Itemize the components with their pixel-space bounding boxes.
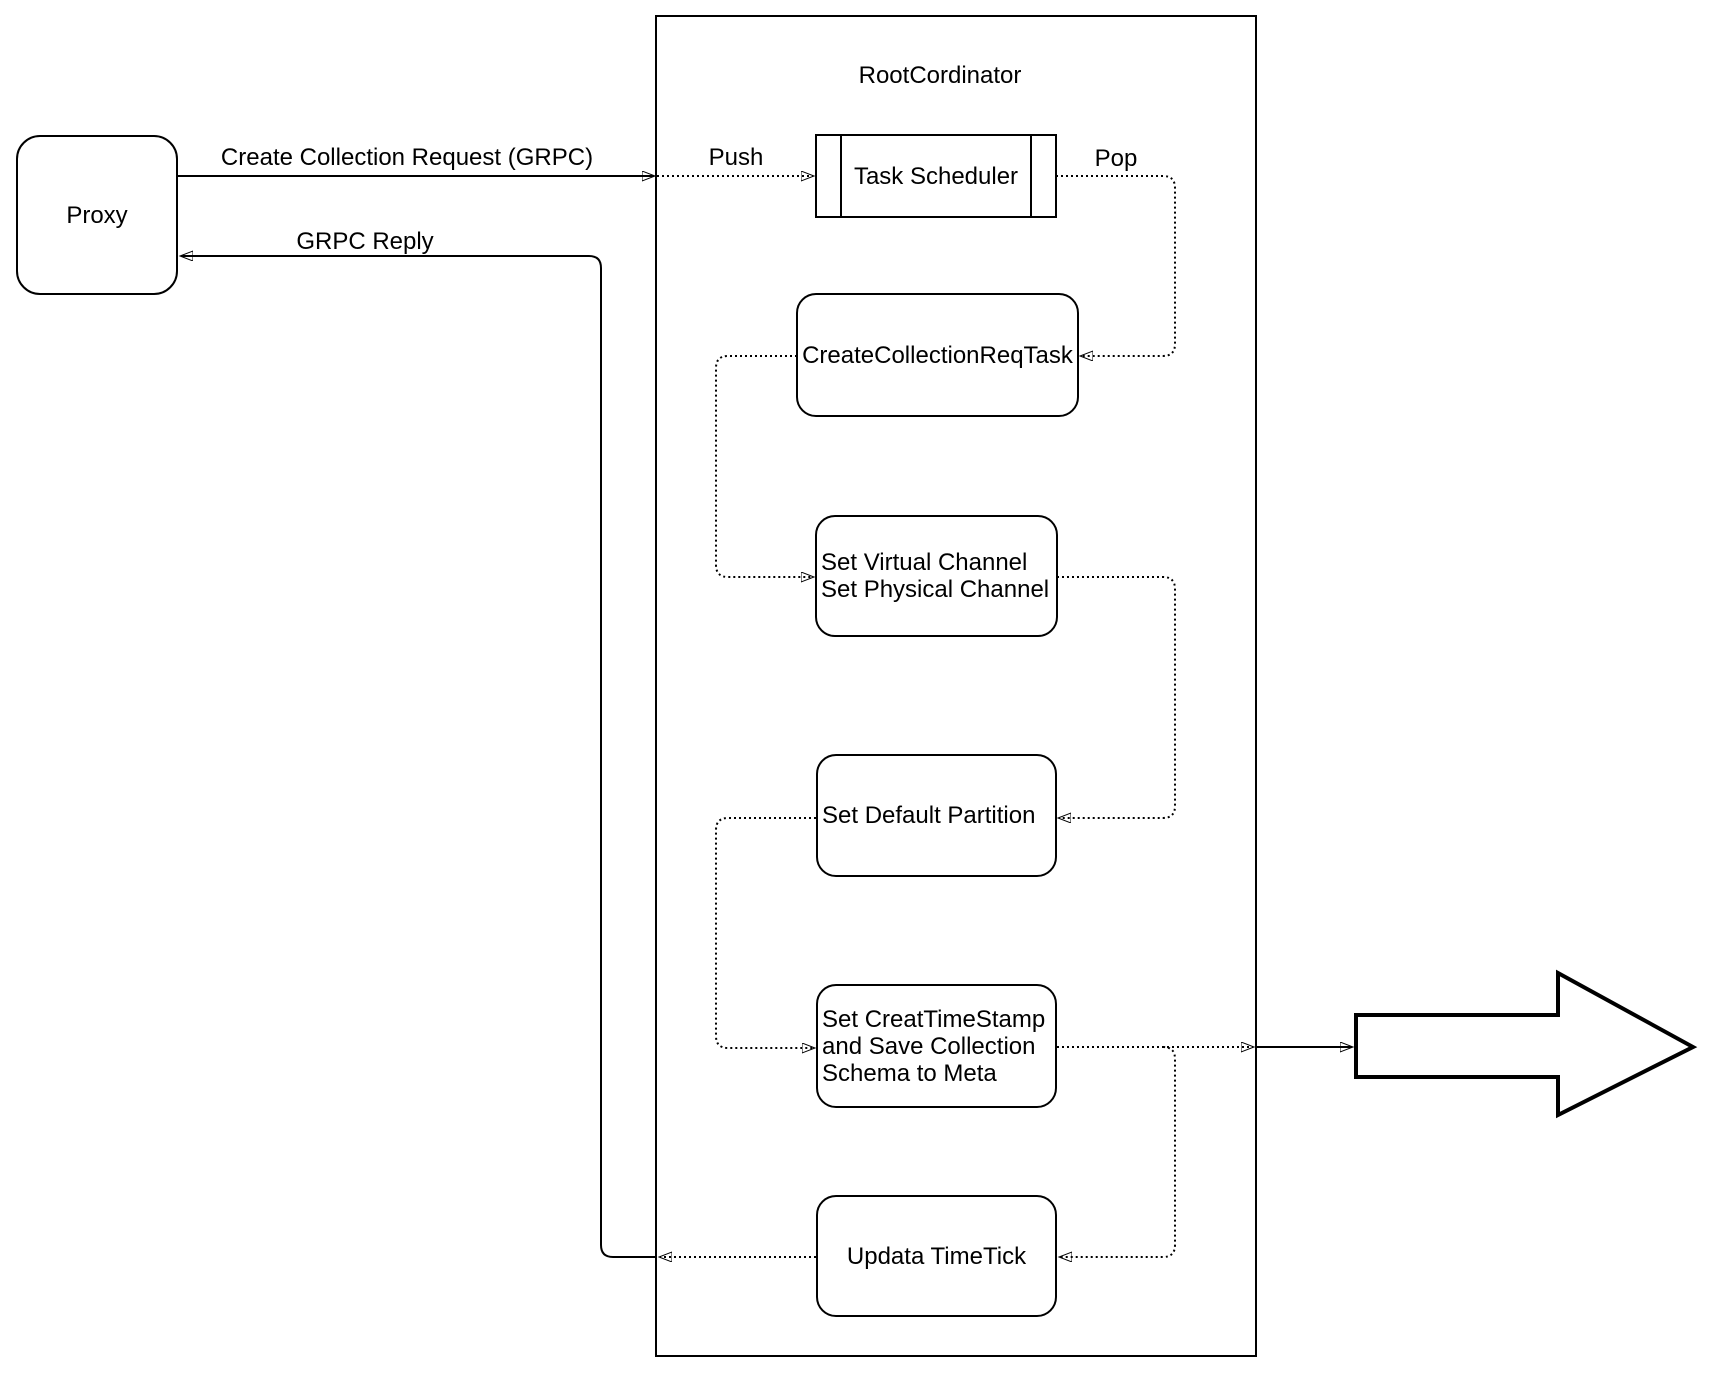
set-channels-node: Set Virtual Channel Set Physical Channel (815, 515, 1058, 637)
edge-label-grpc-reply: GRPC Reply (296, 228, 434, 255)
set-default-partition-label: Set Default Partition (822, 802, 1036, 829)
edge-label-pop: Pop (1094, 145, 1138, 172)
task-scheduler-label: Task Scheduler (853, 162, 1019, 190)
task-scheduler-node: Task Scheduler (815, 134, 1057, 218)
set-creat-timestamp-node: Set CreatTimeStamp and Save Collection S… (816, 984, 1057, 1108)
set-default-partition-node: Set Default Partition (816, 754, 1057, 877)
queue-divider-right (1030, 136, 1032, 216)
proxy-node: Proxy (16, 135, 178, 295)
updata-timetick-label: Updata TimeTick (846, 1242, 1027, 1270)
updata-timetick-node: Updata TimeTick (816, 1195, 1057, 1317)
dml-channels-label: DML channnels (1422, 1032, 1588, 1059)
set-creat-timestamp-label: Set CreatTimeStamp and Save Collection S… (822, 1005, 1046, 1087)
edge-label-create-collection-request: Create Collection Request (GRPC) (220, 144, 594, 171)
edge-grpc-reply (181, 256, 656, 1258)
create-collection-req-task-label: CreateCollectionReqTask (802, 341, 1073, 369)
edge-label-push: Push (708, 144, 764, 171)
create-collection-req-task-node: CreateCollectionReqTask (796, 293, 1079, 417)
set-channels-label: Set Virtual Channel Set Physical Channel (821, 549, 1050, 603)
queue-divider-left (840, 136, 842, 216)
root-coordinator-title: RootCordinator (858, 62, 1022, 89)
proxy-label: Proxy (66, 201, 128, 229)
